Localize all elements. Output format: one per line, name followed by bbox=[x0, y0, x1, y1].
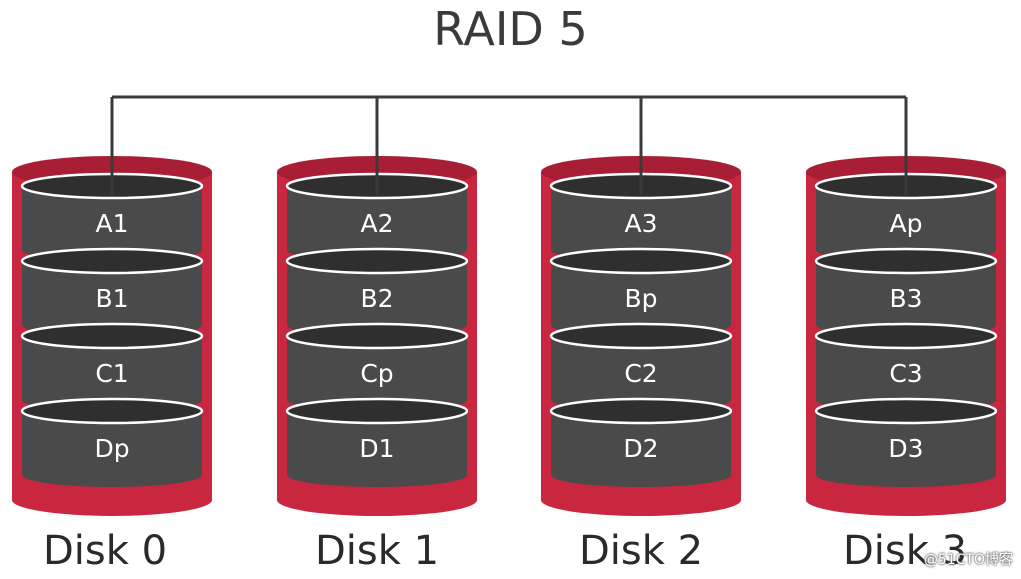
platter-body bbox=[22, 336, 202, 412]
platter-body bbox=[287, 186, 467, 262]
platter-top bbox=[814, 247, 998, 275]
platter-top bbox=[549, 397, 733, 425]
disk-label-3: Disk 3 bbox=[842, 528, 968, 574]
platter: B2 bbox=[285, 247, 469, 337]
block-label: C1 bbox=[95, 359, 128, 388]
platter-top bbox=[20, 247, 204, 275]
platter-body bbox=[287, 336, 467, 412]
platter-top bbox=[549, 247, 733, 275]
platter-top bbox=[285, 322, 469, 350]
platter-top bbox=[20, 397, 204, 425]
platter: C2 bbox=[549, 322, 733, 412]
platter: Cp bbox=[285, 322, 469, 412]
platter-body bbox=[287, 261, 467, 337]
block-label: D2 bbox=[623, 434, 658, 463]
platter-top bbox=[285, 397, 469, 425]
platter-top bbox=[814, 397, 998, 425]
watermark-label: @51CTO博客 bbox=[923, 552, 1013, 568]
platter-body bbox=[816, 186, 996, 262]
platter: C1 bbox=[20, 322, 204, 412]
block-label: C3 bbox=[889, 359, 922, 388]
block-label: Bp bbox=[624, 284, 657, 313]
platter: Dp bbox=[20, 397, 204, 487]
diagram-title: RAID 5 bbox=[433, 2, 588, 56]
platter: Bp bbox=[549, 247, 733, 337]
platter: A3 bbox=[549, 172, 733, 262]
block-label: A1 bbox=[95, 209, 128, 238]
platter-body bbox=[816, 411, 996, 487]
block-label: B3 bbox=[889, 284, 922, 313]
platter: B1 bbox=[20, 247, 204, 337]
platter-body bbox=[816, 336, 996, 412]
block-label: D1 bbox=[359, 434, 394, 463]
platter-body bbox=[22, 186, 202, 262]
platter: A1 bbox=[20, 172, 204, 262]
block-label: Dp bbox=[94, 434, 129, 463]
platter-body bbox=[287, 411, 467, 487]
platter-body bbox=[22, 261, 202, 337]
block-label: B2 bbox=[360, 284, 393, 313]
platter: C3 bbox=[814, 322, 998, 412]
disk-label-2: Disk 2 bbox=[578, 528, 704, 574]
block-label: C2 bbox=[624, 359, 657, 388]
block-label: A3 bbox=[624, 209, 657, 238]
platter-top bbox=[814, 322, 998, 350]
platter: D1 bbox=[285, 397, 469, 487]
disk-label-1: Disk 1 bbox=[314, 528, 440, 574]
platter-body bbox=[551, 186, 731, 262]
platter-body bbox=[551, 336, 731, 412]
block-label: B1 bbox=[95, 284, 128, 313]
platter-body bbox=[816, 261, 996, 337]
platter: D2 bbox=[549, 397, 733, 487]
platter-body bbox=[551, 411, 731, 487]
platter-body bbox=[22, 411, 202, 487]
platter-top bbox=[20, 322, 204, 350]
block-label: A2 bbox=[360, 209, 393, 238]
platter-body bbox=[551, 261, 731, 337]
platter: B3 bbox=[814, 247, 998, 337]
platter-top bbox=[549, 322, 733, 350]
block-label: Cp bbox=[360, 359, 393, 388]
platter: D3 bbox=[814, 397, 998, 487]
disk-label-0: Disk 0 bbox=[42, 528, 168, 574]
block-label: Ap bbox=[890, 209, 923, 238]
block-label: D3 bbox=[888, 434, 923, 463]
platter-top bbox=[285, 247, 469, 275]
platter: A2 bbox=[285, 172, 469, 262]
